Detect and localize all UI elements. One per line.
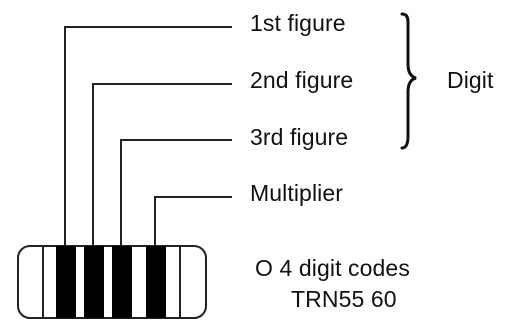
resistor (17, 245, 207, 319)
leader-line-2nd-figure (92, 83, 232, 250)
band-2nd-figure (84, 246, 104, 318)
leader-lines (64, 26, 232, 250)
band-3rd-figure (112, 246, 132, 318)
label-digit: Digit (447, 67, 494, 93)
label-1st-figure: 1st figure (250, 10, 346, 36)
digit-group-brace (400, 12, 417, 150)
band-1st-figure (56, 246, 76, 318)
note-line-2: TRN55 60 (291, 286, 397, 312)
label-2nd-figure: 2nd figure (250, 67, 354, 93)
leader-line-1st-figure (64, 26, 232, 250)
label-multiplier: Multiplier (250, 180, 344, 206)
leader-line-multiplier (154, 196, 232, 250)
band-multiplier (146, 246, 166, 318)
label-3rd-figure: 3rd figure (250, 124, 349, 150)
note-line-1: O 4 digit codes (255, 255, 410, 281)
leader-line-3rd-figure (120, 139, 232, 250)
